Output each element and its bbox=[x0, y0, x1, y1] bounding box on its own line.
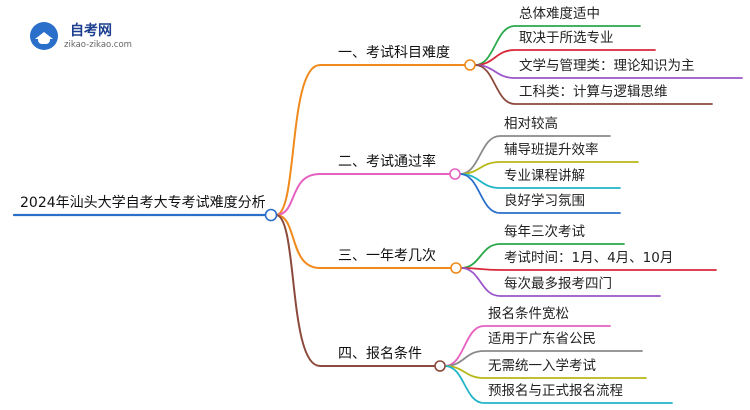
branch-node-4[interactable] bbox=[434, 360, 446, 372]
branch-connector-4 bbox=[275, 214, 437, 367]
cap-base-shape bbox=[38, 39, 50, 44]
site-logo[interactable]: 自考网 zikao-zikao.com bbox=[30, 18, 160, 58]
subtopic-3-2[interactable]: 考试时间：1月、4月、10月 bbox=[504, 250, 674, 266]
child-connector-3-2 bbox=[460, 267, 717, 271]
branch-topic-4[interactable]: 四、报名条件 bbox=[338, 346, 422, 362]
subtopic-2-4[interactable]: 良好学习氛围 bbox=[504, 193, 585, 209]
subtopic-4-2[interactable]: 适用于广东省公民 bbox=[488, 331, 596, 347]
subtopic-3-3[interactable]: 每次最多报考四门 bbox=[504, 276, 612, 292]
subtopic-3-1[interactable]: 每年三次考试 bbox=[504, 224, 585, 240]
branch-topic-3[interactable]: 三、一年考几次 bbox=[338, 248, 436, 264]
subtopic-4-4[interactable]: 预报名与正式报名流程 bbox=[488, 383, 623, 399]
root-node[interactable] bbox=[264, 208, 278, 222]
subtopic-4-3[interactable]: 无需统一入学考试 bbox=[488, 358, 596, 374]
subtopic-1-3[interactable]: 文学与管理类：理论知识为主 bbox=[519, 58, 695, 74]
branch-node-2[interactable] bbox=[449, 168, 461, 180]
child-connector-1-2 bbox=[474, 49, 656, 66]
subtopic-1-1[interactable]: 总体难度适中 bbox=[519, 6, 600, 22]
subtopic-2-3[interactable]: 专业课程讲解 bbox=[504, 168, 585, 184]
child-connector-1-4 bbox=[474, 64, 713, 105]
subtopic-2-1[interactable]: 相对较高 bbox=[504, 116, 558, 132]
subtopic-1-4[interactable]: 工科类：计算与逻辑思维 bbox=[519, 84, 668, 100]
branch-topic-2[interactable]: 二、考试通过率 bbox=[338, 154, 436, 170]
branch-connector-3 bbox=[275, 214, 453, 269]
child-connector-4-4 bbox=[444, 365, 673, 404]
cap-top-shape bbox=[35, 32, 53, 39]
branch-connector-2 bbox=[275, 173, 453, 216]
branch-topic-1[interactable]: 一、考试科目难度 bbox=[338, 45, 450, 61]
subtopic-2-2[interactable]: 辅导班提升效率 bbox=[504, 142, 599, 158]
logo-url: zikao-zikao.com bbox=[64, 40, 132, 50]
subtopic-4-1[interactable]: 报名条件宽松 bbox=[488, 306, 569, 322]
branch-connector-1 bbox=[275, 64, 467, 216]
logo-title: 自考网 bbox=[70, 23, 112, 39]
child-connector-3-1 bbox=[460, 243, 625, 269]
branch-node-3[interactable] bbox=[450, 262, 462, 274]
subtopic-1-2[interactable]: 取决于所选专业 bbox=[519, 30, 614, 46]
root-topic[interactable]: 2024年汕头大学自考大专考试难度分析 bbox=[20, 195, 266, 211]
child-connector-3-3 bbox=[460, 267, 661, 297]
branch-node-1[interactable] bbox=[464, 59, 476, 71]
graduation-cap-icon bbox=[30, 22, 58, 50]
child-connector-2-4 bbox=[459, 173, 621, 214]
